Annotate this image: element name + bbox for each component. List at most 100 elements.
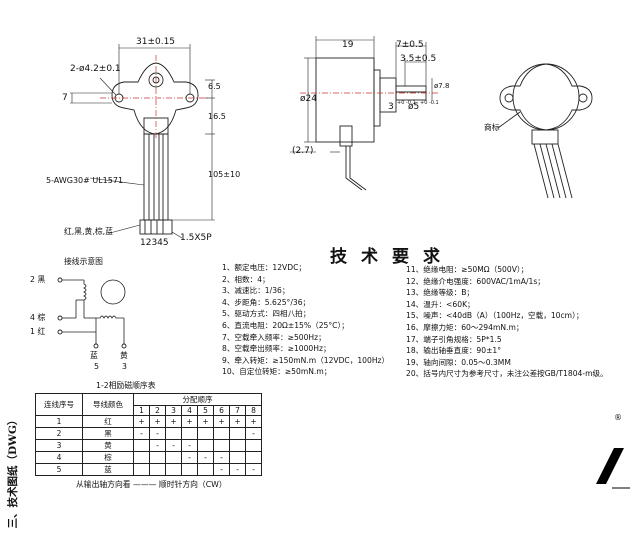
spec-item: 19、轴向间隙：0.05～0.3MM [406, 357, 511, 367]
row-seq: 3 [35, 439, 83, 452]
wiring-title: 接线示意图 [64, 257, 103, 266]
spec-item: 12、绝缘介电强度：600VAC/1mA/1s； [406, 276, 545, 286]
table-step-header: 1 [133, 405, 150, 416]
row-cell: + [245, 415, 262, 428]
wire-yellow-num: 3 [122, 362, 127, 371]
row-cell [229, 427, 246, 440]
spec-item: 9、牵入转矩：≥150mN.m（12VDC，100Hz） [222, 355, 390, 365]
spec-item: 7、空载牵入频率：≥500Hz； [222, 332, 326, 342]
specs-left-list: 1、额定电压：12VDC； 2、相数：4； 3、减速比：1/36； 4、步距角：… [222, 262, 389, 378]
row-color: 棕 [82, 451, 134, 464]
front-view-motor-outline [111, 62, 199, 235]
dim-6-5: 6.5 [208, 82, 221, 91]
row-cell: - [149, 439, 166, 452]
row-color: 黄 [82, 439, 134, 452]
wire-yellow: 黄 [120, 351, 128, 360]
row-cell: - [229, 463, 246, 476]
row-seq: 2 [35, 427, 83, 440]
row-cell [229, 439, 246, 452]
spec-item: 8、空载牵出频率：≥1000Hz； [222, 344, 331, 354]
dim-holes: 2-ø4.2±0.1 [70, 64, 121, 74]
row-seq: 5 [35, 463, 83, 476]
row-cell: - [181, 439, 198, 452]
row-cell [181, 427, 198, 440]
dim-flat: ø7.8 [434, 82, 450, 90]
dim-3-tol: +0 -0.1 [397, 100, 416, 106]
specs-right-list: 11、绝缘电阻：≥50MΩ（500V）； 12、绝缘介电强度：600VAC/1m… [406, 264, 608, 380]
dim-19: 19 [342, 40, 354, 50]
dim-7: 7 [62, 93, 68, 103]
row-seq: 4 [35, 451, 83, 464]
row-cell [149, 451, 166, 464]
dim-7-tol: 7±0.5 [396, 40, 424, 50]
pin-numbers: 12345 [140, 238, 169, 248]
spec-item: 16、摩擦力矩：60～294mN.m； [406, 322, 524, 332]
row-cell: - [181, 451, 198, 464]
row-cell [245, 451, 262, 464]
table-header-seq: 连线序号 [35, 393, 83, 416]
dim-3: 3 [388, 102, 394, 112]
spec-item: 15、噪声：<40dB（A）（100Hz，空载，10cm）； [406, 311, 584, 321]
dim-3-5: 3.5±0.5 [400, 54, 437, 64]
dim-2-7: (2.7) [292, 146, 314, 156]
row-seq: 1 [35, 415, 83, 428]
trademark-label: 商标 [484, 123, 500, 132]
wire-blue: 蓝 [90, 351, 98, 360]
dim-phi24: ø24 [300, 94, 317, 104]
spec-item: 11、绝缘电阻：≥50MΩ（500V）； [406, 265, 529, 274]
row-cell: + [197, 415, 214, 428]
dim-105: 105±10 [208, 170, 241, 179]
row-cell: + [133, 415, 150, 428]
wire-black: 2 黑 [30, 275, 46, 284]
table-step-header: 3 [165, 405, 182, 416]
spec-item: 2、相数：4； [222, 274, 270, 284]
table-step-header: 4 [181, 405, 198, 416]
row-cell [133, 463, 150, 476]
row-color: 黑 [82, 427, 134, 440]
row-cell: - [213, 463, 230, 476]
row-cell: - [149, 427, 166, 440]
wire-red: 1 红 [30, 327, 46, 336]
row-cell [245, 439, 262, 452]
row-cell: + [229, 415, 246, 428]
row-cell [213, 439, 230, 452]
spec-item: 4、步距角：5.625°/36； [222, 297, 311, 307]
row-cell [213, 427, 230, 440]
row-cell: - [245, 427, 262, 440]
row-color: 红 [82, 415, 134, 428]
table-header-order: 分配顺序 [133, 393, 262, 406]
side-view-motor-outline [300, 57, 440, 191]
wire-colors: 红,黑,黄,棕,蓝 [64, 227, 113, 236]
row-cell: - [213, 451, 230, 464]
wire-brown: 4 棕 [30, 313, 46, 322]
row-cell: + [181, 415, 198, 428]
row-cell [165, 463, 182, 476]
wire-blue-num: 5 [94, 362, 99, 371]
spec-item: 1、额定电压：12VDC； [222, 263, 306, 272]
row-cell [197, 439, 214, 452]
row-cell: + [213, 415, 230, 428]
row-cell [181, 463, 198, 476]
row-cell: - [197, 451, 214, 464]
excitation-caption: 1-2相励磁顺序表 [96, 381, 156, 390]
row-color: 蓝 [82, 463, 134, 476]
brand-logo-fragment [596, 448, 624, 484]
table-step-header: 2 [149, 405, 166, 416]
table-step-header: 7 [229, 405, 246, 416]
connector-label: 1.5X5P [180, 233, 212, 243]
row-cell: - [133, 427, 150, 440]
row-cell: - [245, 463, 262, 476]
dim-phi5-tol: +0 -0.1 [420, 100, 439, 106]
spec-item: 6、直流电阻：20Ω±15%（25°C）； [222, 320, 349, 330]
table-header-color: 导线颜色 [82, 393, 134, 416]
spec-item: 17、端子引角规格：5P*1.5 [406, 334, 502, 344]
spec-item: 18、输出轴垂直度：90±1° [406, 346, 502, 356]
spec-item: 13、绝缘等级：B； [406, 288, 475, 298]
row-cell: + [165, 415, 182, 428]
